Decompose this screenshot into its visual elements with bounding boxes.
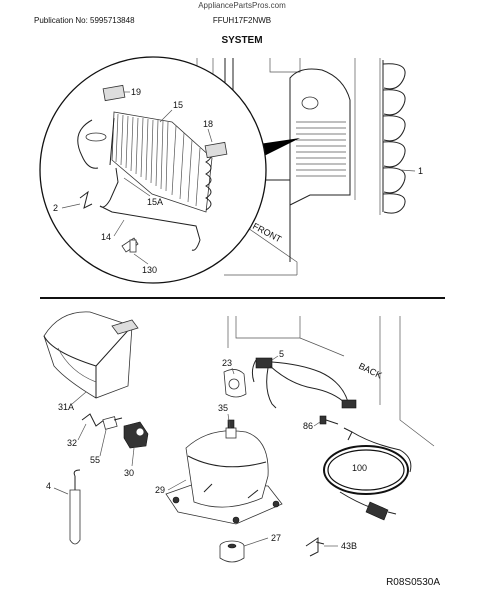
callout-27: 27 xyxy=(271,533,281,543)
page-title: SYSTEM xyxy=(221,35,263,46)
callout-43b: 43B xyxy=(341,541,357,551)
callout-15a: 15A xyxy=(147,197,163,207)
power-cord-part xyxy=(323,431,412,521)
tube-part xyxy=(99,199,201,251)
grommet-part-27 xyxy=(219,540,245,563)
callout-18: 18 xyxy=(203,119,213,129)
back-label: BACK xyxy=(357,361,383,381)
callout-55: 55 xyxy=(90,455,100,465)
callout-30: 30 xyxy=(124,468,134,478)
clip-part-43b xyxy=(305,537,325,557)
callout-31a: 31A xyxy=(58,402,74,412)
condenser-part xyxy=(109,111,213,213)
callout-100: 100 xyxy=(352,463,367,473)
drain-pan-part xyxy=(43,311,139,399)
callout-4: 4 xyxy=(46,481,51,491)
callout-130: 130 xyxy=(142,265,157,275)
compressor-part xyxy=(165,419,283,525)
callout-14: 14 xyxy=(101,232,111,242)
callout-19: 19 xyxy=(131,87,141,97)
clip-part-32 xyxy=(81,413,105,427)
callout-2: 2 xyxy=(53,203,58,213)
callout-1: 1 xyxy=(418,166,423,176)
site-watermark: AppliancePartsPros.com xyxy=(198,1,286,10)
callout-15: 15 xyxy=(173,100,183,110)
relay-part xyxy=(223,369,247,398)
pad-part-18 xyxy=(204,141,228,159)
publication-number: Publication No: 5995713848 xyxy=(34,16,135,25)
drawing-code: R08S0530A xyxy=(386,577,440,588)
compartment-outline: BACK xyxy=(227,316,435,447)
wiring-harness-part xyxy=(251,357,357,409)
callout-32: 32 xyxy=(67,438,77,448)
callout-35: 35 xyxy=(218,403,228,413)
pad-part-19 xyxy=(102,84,126,102)
grommet-part-130 xyxy=(121,237,139,253)
callout-29: 29 xyxy=(155,485,165,495)
cord-clip xyxy=(343,427,353,441)
filter-part xyxy=(85,132,107,142)
screw-part xyxy=(319,415,339,425)
condenser-coil-part xyxy=(382,60,406,214)
overload-part xyxy=(102,416,123,430)
callout-86: 86 xyxy=(303,421,313,431)
callout-5: 5 xyxy=(279,349,284,359)
clip-part-2 xyxy=(79,190,93,209)
start-relay-part xyxy=(123,421,149,449)
callout-23: 23 xyxy=(222,358,232,368)
front-label: FRONT xyxy=(251,221,284,245)
drier-wire xyxy=(77,119,99,169)
model-number: FFUH17F2NWB xyxy=(212,16,272,25)
drier-part xyxy=(69,469,81,545)
